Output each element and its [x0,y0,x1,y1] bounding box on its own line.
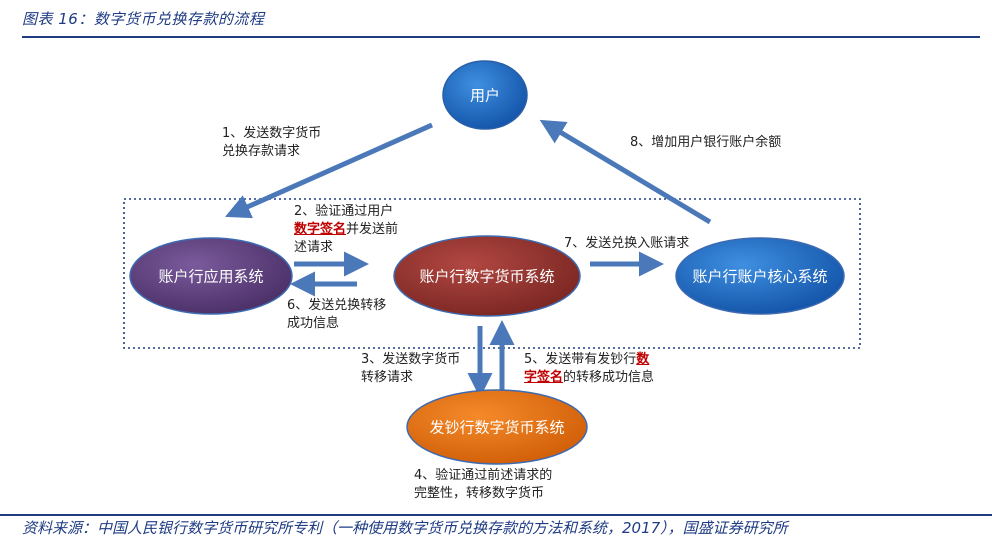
node-digital-system-label: 账户行数字货币系统 [419,267,555,286]
arrow-step-1 [225,122,434,219]
account-bank-frame [123,198,861,349]
node-core-system-label: 账户行账户核心系统 [692,267,828,286]
step-3-label: 3、发送数字货币 转移请求 [361,352,461,385]
step-7-label: 7、发送兑换入账请求 [564,236,690,251]
node-digital-system [393,235,581,317]
step-5-label: 5、发送带有发钞行数 字签名的转移成功信息 [524,352,655,385]
title-divider [22,36,980,38]
arrow-step-8 [539,119,712,225]
step-1-label: 1、发送数字货币 兑换存款请求 [222,126,322,159]
source-divider [0,514,992,516]
node-user [442,60,528,130]
figure-title: 图表 16：数字货币兑换存款的流程 [22,10,265,28]
node-issuer-system-label: 发钞行数字货币系统 [429,418,565,437]
step-6-label: 6、发送兑换转移 成功信息 [287,298,387,331]
step-2-label: 2、验证通过用户 数字签名并发送前 述请求 [294,204,399,255]
node-issuer-system [406,389,588,465]
node-app-system [129,237,293,315]
source-note: 资料来源：中国人民银行数字货币研究所专利（一种使用数字货币兑换存款的方法和系统，… [22,519,788,537]
step-8-label: 8、增加用户银行账户余额 [630,135,782,150]
node-app-system-label: 账户行应用系统 [158,267,264,286]
node-user-label: 用户 [469,86,501,105]
step-4-label: 4、验证通过前述请求的 完整性，转移数字货币 [414,468,553,501]
node-core-system [675,237,845,315]
